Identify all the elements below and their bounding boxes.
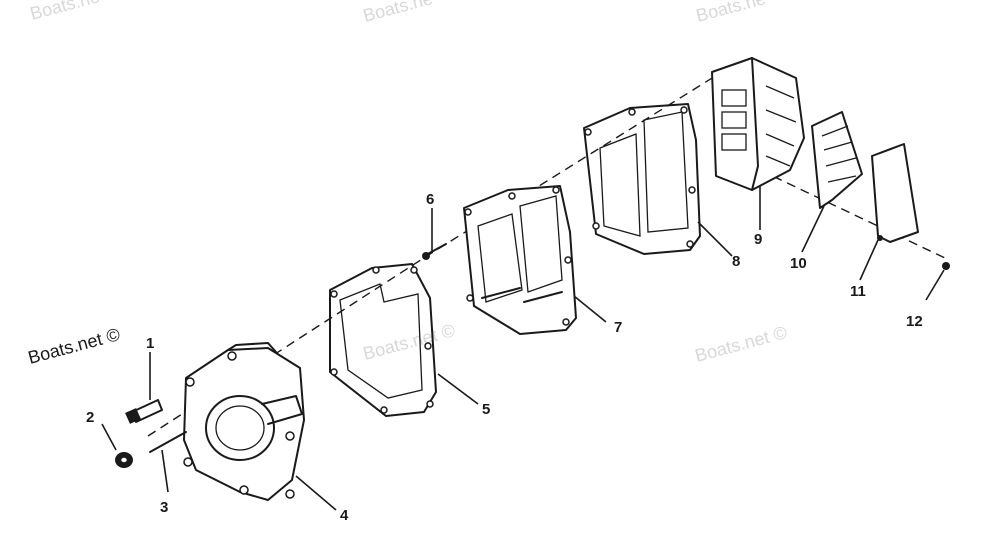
callout-8: 8: [732, 253, 740, 270]
part-1-bolt: [125, 399, 163, 424]
callout-7: 7: [614, 319, 622, 336]
leader-2: [101, 423, 117, 451]
part-9-reed-cage: [711, 57, 805, 191]
part-8-gasket: [583, 103, 701, 255]
callout-3: 3: [160, 499, 168, 516]
callout-9: 9: [754, 231, 762, 248]
part-11-reed-stop: [871, 143, 919, 243]
watermark-top-left: Boats.ne: [28, 0, 102, 24]
leader-8: [697, 221, 733, 257]
part-10-reed-petals: [811, 111, 863, 209]
watermark-main: Boats.net ©: [26, 324, 122, 368]
callout-10: 10: [790, 255, 807, 272]
callout-12: 12: [906, 313, 923, 330]
part-7-reed-plate: [463, 185, 577, 335]
callout-1: 1: [146, 335, 154, 352]
part-5-gasket: [329, 263, 437, 417]
watermark-top-center: Boats.ne: [361, 0, 435, 26]
watermark-top-right: Boats.ne: [694, 0, 768, 26]
leader-11: [859, 239, 879, 281]
callout-6: 6: [426, 191, 434, 208]
callout-4: 4: [340, 507, 349, 524]
part-6-screw: [422, 243, 447, 260]
part-2-nut: [115, 452, 133, 468]
callout-2: 2: [86, 409, 94, 426]
watermark-mid-center: Boats.net ©: [361, 320, 457, 364]
reed-axis-line: [759, 169, 946, 259]
leader-7: [573, 295, 607, 323]
callout-11: 11: [850, 283, 866, 300]
leader-4: [295, 475, 337, 511]
leader-12: [925, 269, 945, 301]
callout-5: 5: [482, 401, 490, 418]
watermark-mid-right: Boats.net ©: [693, 322, 789, 366]
leader-10: [801, 205, 825, 253]
part-3-stud: [149, 431, 187, 453]
leader-3: [161, 449, 169, 493]
part-4-adapter-plate: [183, 342, 305, 501]
part-12-screw: [942, 262, 950, 270]
leader-5: [437, 373, 479, 405]
